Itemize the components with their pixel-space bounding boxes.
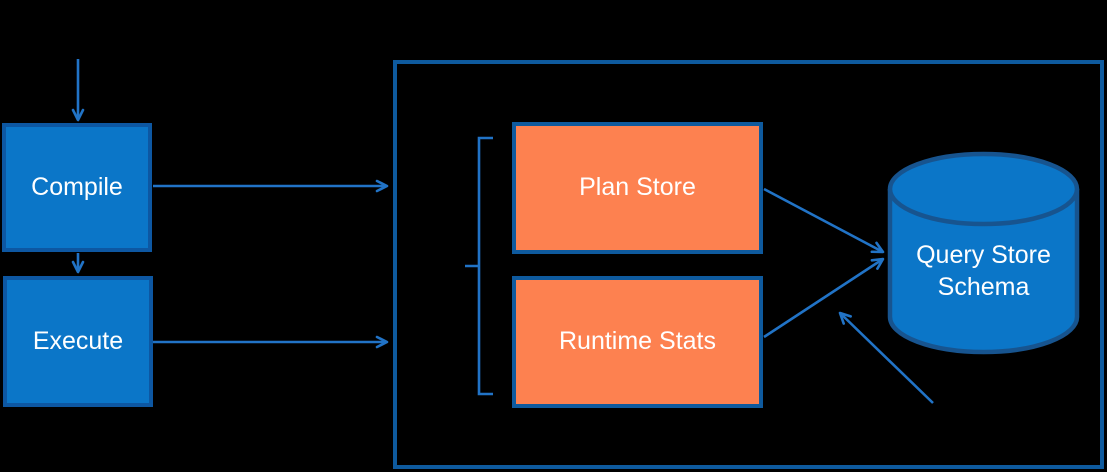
arrow-plan-store-to-schema <box>763 187 885 254</box>
runtime-stats-node: Runtime Stats <box>512 276 763 408</box>
query-store-container <box>393 60 1104 469</box>
execute-label: Execute <box>32 326 124 355</box>
database-cylinder-icon <box>887 151 1080 355</box>
plan-store-label: Plan Store <box>579 173 696 202</box>
arrow-runtime-stats-to-schema <box>763 257 885 339</box>
grouping-bracket <box>465 136 493 396</box>
arrow-bottom-to-schema <box>838 311 934 404</box>
runtime-stats-label: Runtime Stats <box>558 327 716 356</box>
compile-node: Compile <box>2 123 152 252</box>
query-store-schema-label: Query Store Schema <box>916 241 1051 301</box>
plan-store-node: Plan Store <box>512 122 763 254</box>
query-store-schema-node: Query Store Schema <box>890 212 1077 330</box>
execute-node: Execute <box>3 276 153 407</box>
compile-label: Compile <box>31 172 123 201</box>
